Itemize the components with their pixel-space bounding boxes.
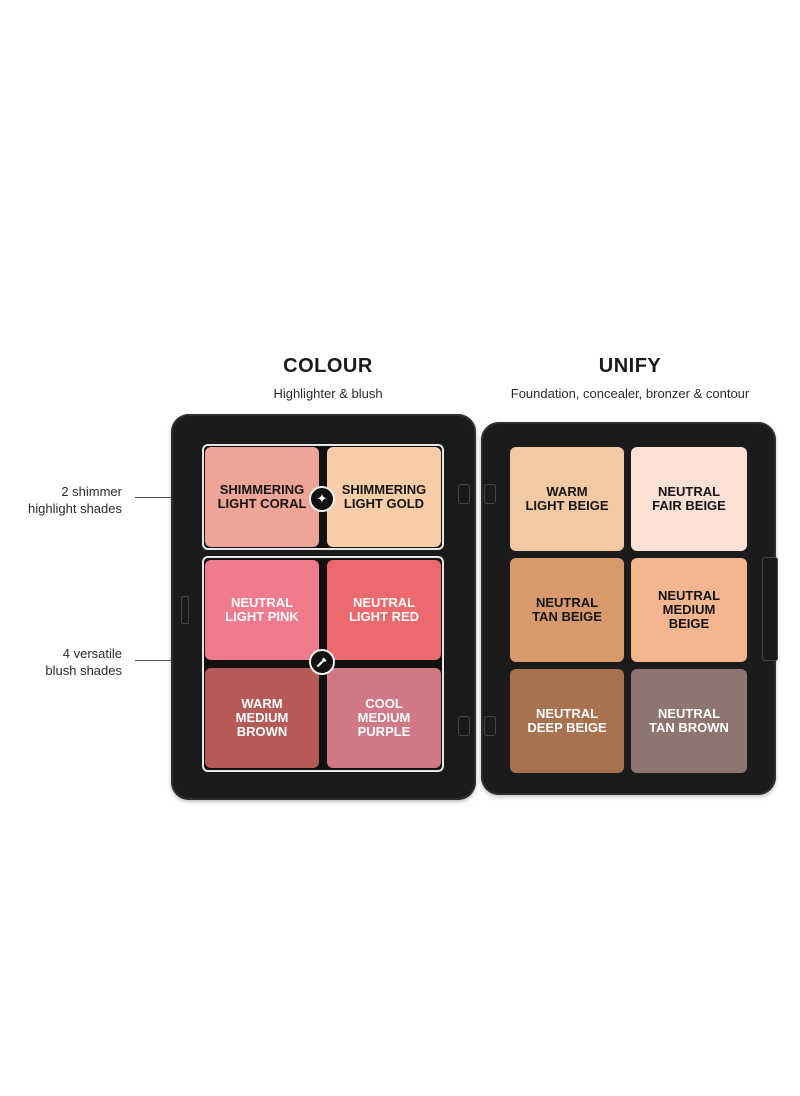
colour-shade-label-line: SHIMMERING <box>219 482 305 497</box>
hinge-bottom-right <box>484 716 496 736</box>
colour-shade-label-line: MEDIUM <box>235 710 289 725</box>
colour-shade-label-line: NEUTRAL <box>352 595 416 610</box>
shimmer-callout-line-1: 2 shimmer <box>61 484 122 499</box>
unify-shade-label-line: LIGHT BEIGE <box>525 498 609 513</box>
unify-shade-label-line: NEUTRAL <box>535 595 599 610</box>
unify-shade-label-line: DEEP BEIGE <box>527 720 607 735</box>
unify-shade-label-line: WARM <box>546 484 588 499</box>
sparkle-icon: ✦ <box>309 486 335 512</box>
unify-shade-label-line: NEUTRAL <box>535 706 599 721</box>
colour-shade-label-line: COOL <box>365 696 403 711</box>
blush-callout-line-1: 4 versatile <box>62 646 122 661</box>
colour-shade-label-line: LIGHT RED <box>348 609 420 624</box>
colour-shade-label-line: PURPLE <box>357 724 411 739</box>
colour-heading: COLOUR Highlighter & blush <box>208 355 448 401</box>
shimmer-callout: 2 shimmer highlight shades <box>0 483 122 517</box>
colour-shade-label-line: BROWN <box>236 724 288 739</box>
unify-shade-label-line: FAIR BEIGE <box>652 498 726 513</box>
brush-icon <box>309 649 335 675</box>
unify-shade-label-line: NEUTRAL <box>657 706 721 721</box>
colour-shade-label-line: LIGHT PINK <box>225 609 299 624</box>
unify-shade-label-line: BEIGE <box>668 616 710 631</box>
blush-callout: 4 versatile blush shades <box>0 645 122 679</box>
unify-subtitle: Foundation, concealer, bronzer & contour <box>510 386 750 401</box>
unify-shade-label-line: TAN BEIGE <box>532 609 602 624</box>
unify-shade-label-line: NEUTRAL <box>657 588 721 603</box>
unify-title: UNIFY <box>598 355 662 377</box>
colour-shade-label-line: WARM <box>241 696 283 711</box>
blush-callout-line-2: blush shades <box>45 663 122 678</box>
shimmer-callout-line-2: highlight shades <box>28 501 122 516</box>
colour-shade-label-line: LIGHT CORAL <box>217 496 307 511</box>
right-latch <box>762 557 778 661</box>
unify-shade-label-line: NEUTRAL <box>657 484 721 499</box>
left-latch <box>181 596 189 624</box>
hinge-top-left <box>458 484 470 504</box>
brush-icon-glyph <box>316 657 327 668</box>
hinge-top-right <box>484 484 496 504</box>
colour-shade-label-line: NEUTRAL <box>230 595 294 610</box>
unify-shade-label-line: TAN BROWN <box>649 720 729 735</box>
hinge-bottom-left <box>458 716 470 736</box>
unify-shade-label-line: MEDIUM <box>662 602 716 617</box>
colour-shade-label-line: MEDIUM <box>357 710 411 725</box>
colour-shade-label-line: SHIMMERING <box>341 482 427 497</box>
colour-title: COLOUR <box>283 355 373 377</box>
unify-heading: UNIFY Foundation, concealer, bronzer & c… <box>470 355 790 401</box>
colour-subtitle: Highlighter & blush <box>273 386 383 401</box>
colour-shade-label-line: LIGHT GOLD <box>343 496 425 511</box>
